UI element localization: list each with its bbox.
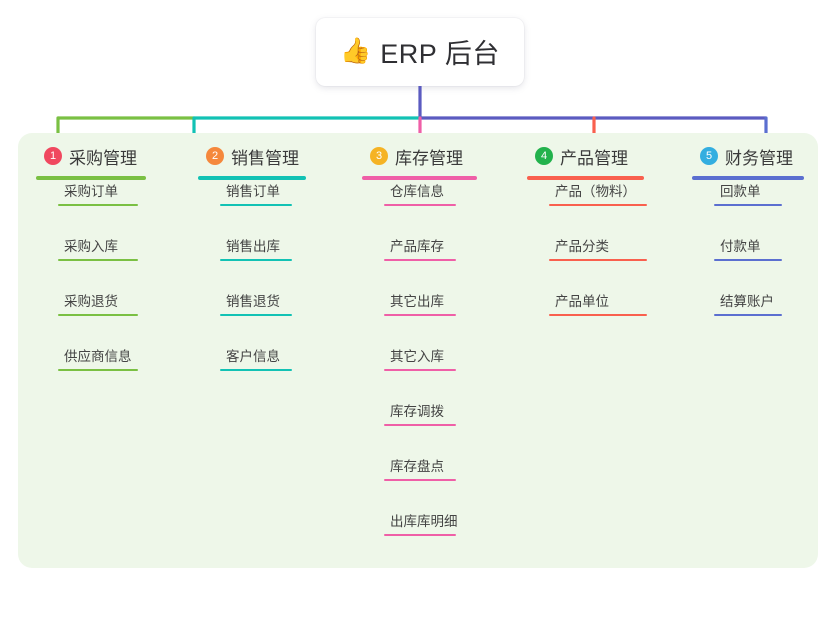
leaf-underline [58, 369, 138, 371]
leaf-item[interactable]: 产品分类 [549, 235, 647, 261]
branch-column-采购管理: 1 采购管理采购订单采购入库采购退货供应商信息 [36, 143, 148, 462]
leaf-underline [220, 314, 292, 316]
leaf-label: 仓库信息 [390, 184, 444, 199]
branch-title: 财务管理 [725, 148, 793, 168]
leaf-underline [384, 534, 456, 536]
branch-title: 销售管理 [231, 148, 299, 168]
leaf-underline [220, 259, 292, 261]
leaf-underline [384, 369, 456, 371]
branch-header-财务管理[interactable]: 5 财务管理 [692, 143, 810, 169]
leaf-item[interactable]: 产品单位 [549, 290, 647, 316]
leaf-label: 供应商信息 [64, 349, 132, 364]
leaf-item[interactable]: 销售订单 [220, 180, 292, 206]
leaf-label: 产品库存 [390, 239, 444, 254]
leaf-label: 采购入库 [64, 239, 118, 254]
leaf-item[interactable]: 采购入库 [58, 235, 138, 261]
leaf-item[interactable]: 销售出库 [220, 235, 292, 261]
leaf-label: 销售退货 [226, 294, 280, 309]
leaf-label: 付款单 [720, 239, 761, 254]
branch-index-badge: 4 [535, 147, 553, 165]
leaf-label: 库存调拨 [390, 404, 444, 419]
branch-header-产品管理[interactable]: 4 产品管理 [527, 143, 647, 169]
leaf-item[interactable]: 其它出库 [384, 290, 456, 316]
thumbs-up-icon: 👍 [340, 36, 372, 65]
branch-column-销售管理: 2 销售管理销售订单销售出库销售退货客户信息 [198, 143, 310, 462]
leaf-underline [549, 204, 647, 206]
leaf-underline [220, 369, 292, 371]
leaf-item[interactable]: 付款单 [714, 235, 782, 261]
leaf-item[interactable]: 客户信息 [220, 345, 292, 371]
leaf-list: 产品（物料） 产品分类产品单位 [527, 180, 647, 407]
leaf-underline [384, 424, 456, 426]
branch-index-badge: 2 [206, 147, 224, 165]
leaf-underline [58, 314, 138, 316]
leaf-list: 销售订单销售出库销售退货客户信息 [198, 180, 310, 462]
leaf-item[interactable]: 仓库信息 [384, 180, 456, 206]
leaf-underline [549, 314, 647, 316]
root-node-title: ERP 后台 [380, 38, 500, 69]
leaf-label: 产品单位 [555, 294, 609, 309]
branch-title: 库存管理 [395, 148, 463, 168]
leaf-underline [384, 204, 456, 206]
leaf-underline [384, 314, 456, 316]
branch-index-badge: 3 [370, 147, 388, 165]
leaf-item[interactable]: 采购退货 [58, 290, 138, 316]
leaf-underline [384, 479, 456, 481]
leaf-underline [714, 259, 782, 261]
branch-underline [198, 176, 306, 180]
leaf-label: 其它入库 [390, 349, 444, 364]
branch-header-库存管理[interactable]: 3 库存管理 [362, 143, 480, 169]
branch-header-销售管理[interactable]: 2 销售管理 [198, 143, 310, 169]
leaf-label: 采购退货 [64, 294, 118, 309]
leaf-label: 其它出库 [390, 294, 444, 309]
leaf-item[interactable]: 采购订单 [58, 180, 138, 206]
leaf-underline [714, 314, 782, 316]
leaf-label: 库存盘点 [390, 459, 444, 474]
branch-underline [36, 176, 146, 180]
root-node-card[interactable]: 👍 ERP 后台 [316, 18, 524, 86]
leaf-underline [714, 204, 782, 206]
branch-index-badge: 1 [44, 147, 62, 165]
branch-underline [527, 176, 644, 180]
leaf-list: 仓库信息产品库存其它出库其它入库库存调拨库存盘点出库库明细 [362, 180, 480, 627]
leaf-item[interactable]: 供应商信息 [58, 345, 138, 371]
root-node-content: 👍 ERP 后台 [340, 32, 500, 71]
leaf-list: 回款单付款单结算账户 [692, 180, 810, 407]
leaf-label: 产品分类 [555, 239, 609, 254]
leaf-label: 销售订单 [226, 184, 280, 199]
leaf-item[interactable]: 产品（物料） [549, 180, 647, 206]
leaf-underline [58, 259, 138, 261]
branch-title: 产品管理 [560, 148, 628, 168]
leaf-label: 客户信息 [226, 349, 280, 364]
leaf-label: 回款单 [720, 184, 761, 199]
leaf-item[interactable]: 库存盘点 [384, 455, 456, 481]
branch-header-采购管理[interactable]: 1 采购管理 [36, 143, 148, 169]
branch-index-badge: 5 [700, 147, 718, 165]
branch-column-财务管理: 5 财务管理回款单付款单结算账户 [692, 143, 810, 407]
leaf-underline [549, 259, 647, 261]
leaf-label: 结算账户 [720, 294, 774, 309]
branch-underline [692, 176, 804, 180]
leaf-item[interactable]: 销售退货 [220, 290, 292, 316]
leaf-item[interactable]: 回款单 [714, 180, 782, 206]
leaf-item[interactable]: 库存调拨 [384, 400, 456, 426]
branch-title: 采购管理 [69, 148, 137, 168]
branch-underline [362, 176, 477, 180]
leaf-underline [58, 204, 138, 206]
leaf-label: 采购订单 [64, 184, 118, 199]
leaf-item[interactable]: 出库库明细 [384, 510, 462, 536]
leaf-list: 采购订单采购入库采购退货供应商信息 [36, 180, 148, 462]
leaf-underline [384, 259, 456, 261]
leaf-item[interactable]: 结算账户 [714, 290, 782, 316]
leaf-label: 产品（物料） [555, 184, 636, 199]
leaf-label: 出库库明细 [390, 514, 458, 529]
branch-column-产品管理: 4 产品管理产品（物料） 产品分类产品单位 [527, 143, 647, 407]
leaf-item[interactable]: 其它入库 [384, 345, 456, 371]
leaf-item[interactable]: 产品库存 [384, 235, 456, 261]
leaf-underline [220, 204, 292, 206]
mindmap-canvas: 👍 ERP 后台 1 采购管理采购订单采购入库采购退货供应商信息 2 销售管理销售订单… [18, 18, 818, 568]
leaf-label: 销售出库 [226, 239, 280, 254]
branch-column-库存管理: 3 库存管理仓库信息产品库存其它出库其它入库库存调拨库存盘点出库库明细 [362, 143, 480, 627]
